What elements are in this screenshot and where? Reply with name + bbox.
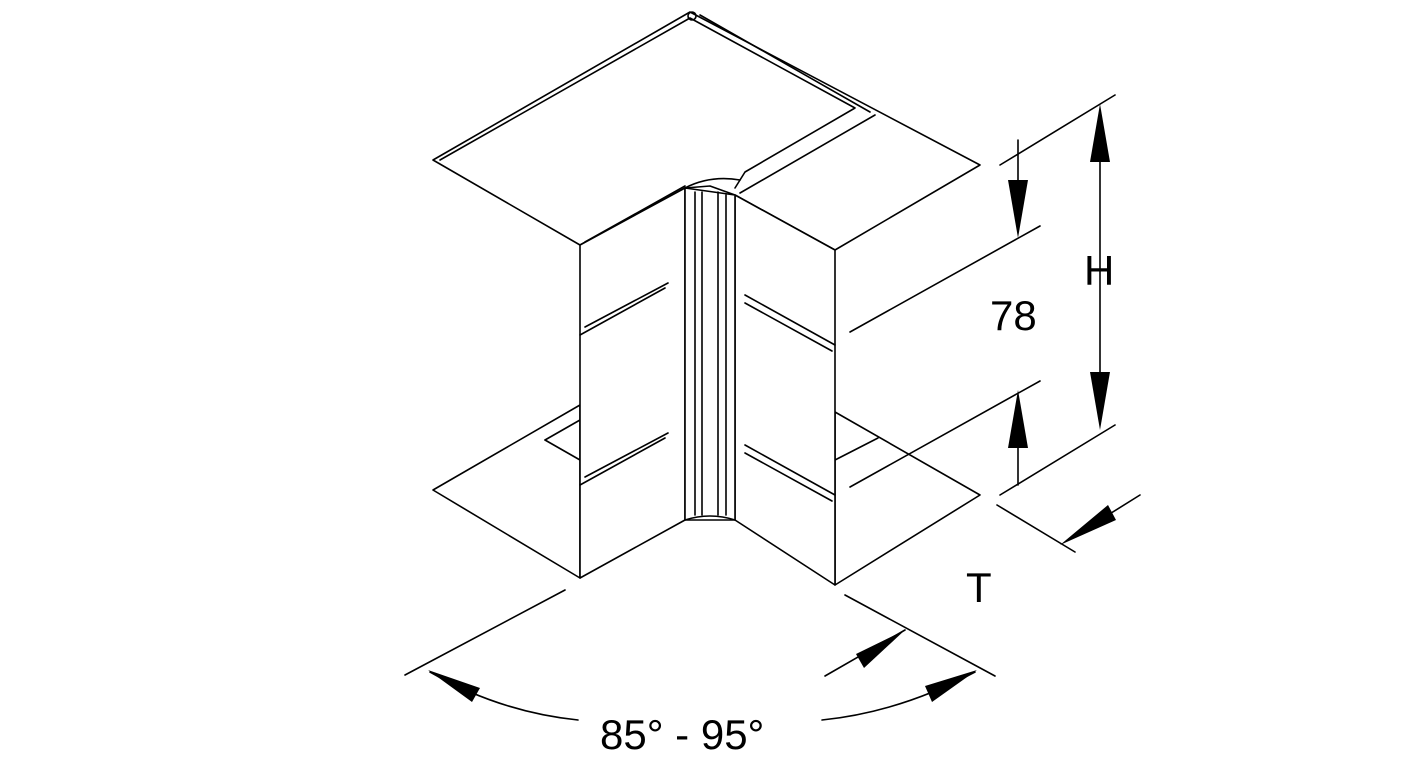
dimension-angle xyxy=(404,589,996,721)
panel-left xyxy=(579,187,686,579)
dimension-78 xyxy=(849,139,1041,488)
label-h: H xyxy=(1084,247,1115,294)
dimension-h xyxy=(999,94,1116,496)
label-t: T xyxy=(966,564,992,611)
dimension-t xyxy=(996,494,1141,553)
label-78: 78 xyxy=(990,292,1037,339)
bottom-plate-left xyxy=(432,404,581,579)
panel-right xyxy=(734,194,836,586)
corner-channel xyxy=(684,187,736,521)
bottom-plate-right xyxy=(834,411,981,586)
label-angle: 85° - 95° xyxy=(600,711,765,758)
